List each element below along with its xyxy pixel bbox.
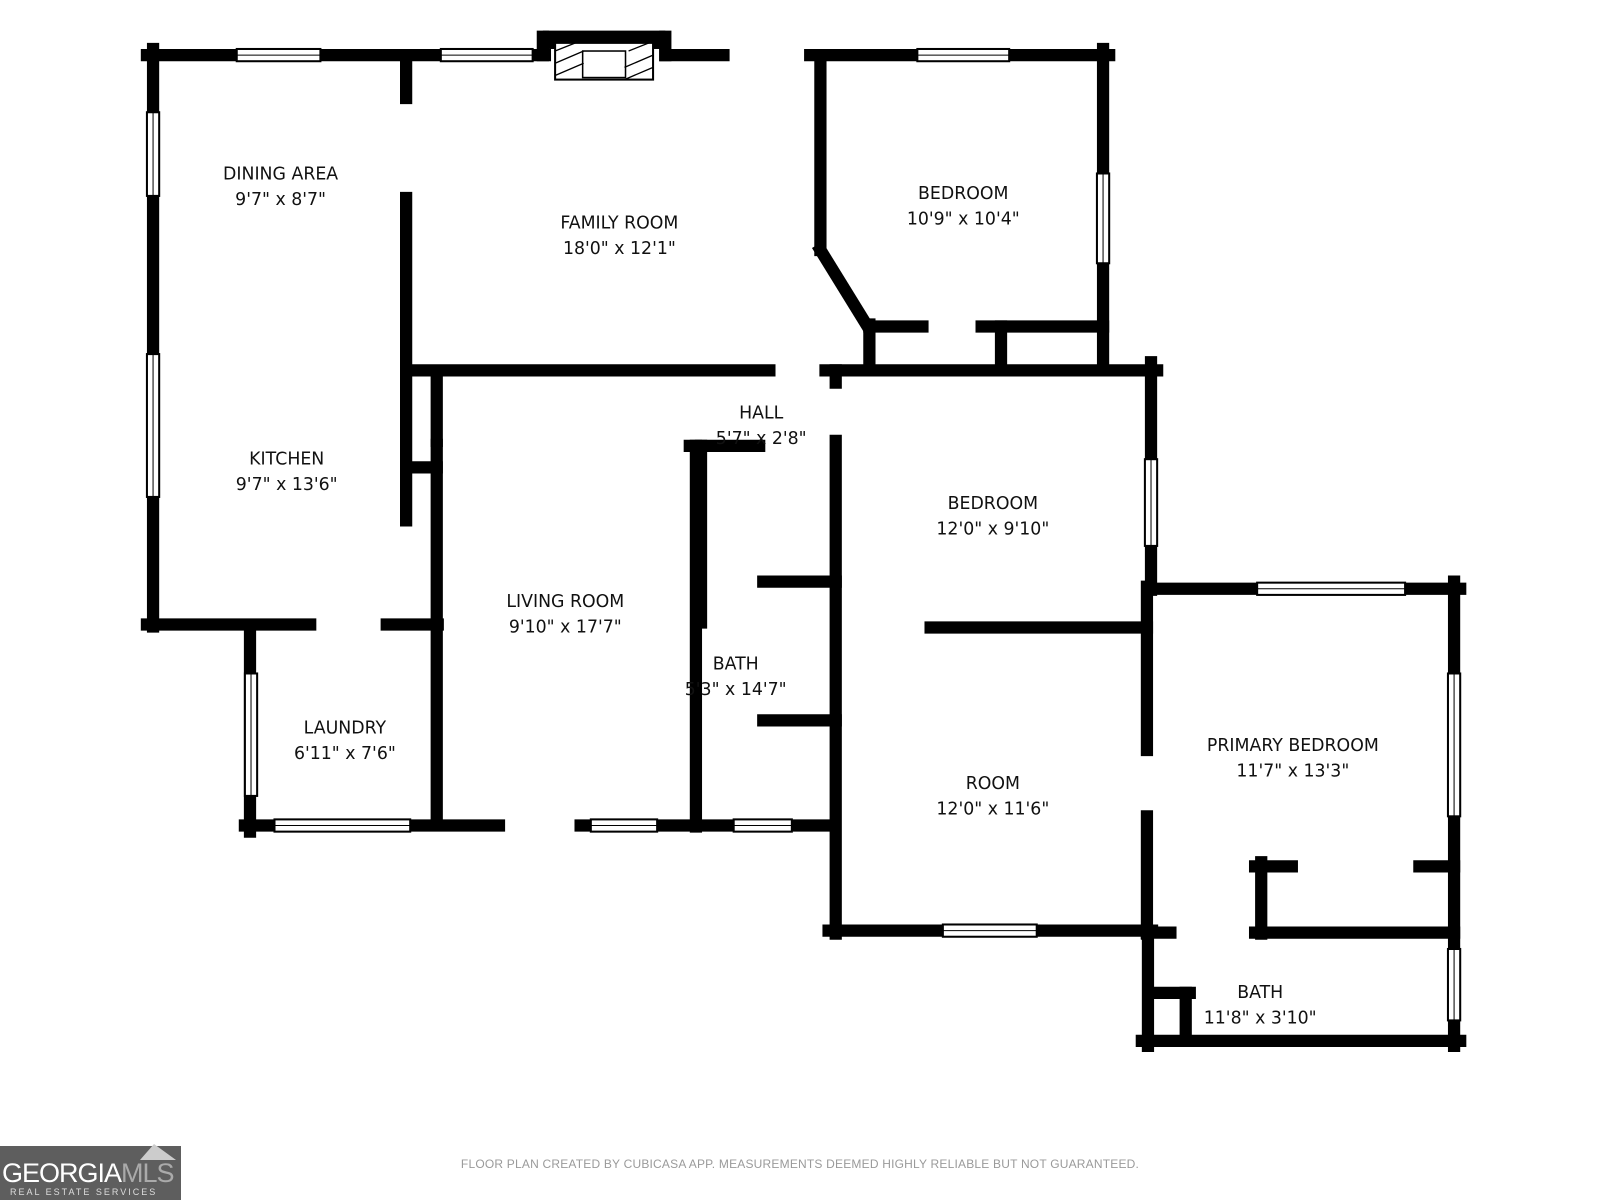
room-label: FAMILY ROOM 18'0" x 12'1" — [560, 214, 678, 260]
room-label: BATH 11'8" x 3'10" — [1204, 983, 1317, 1029]
room-size: 18'0" x 12'1" — [563, 239, 676, 259]
room-size: 11'7" x 13'3" — [1236, 762, 1349, 782]
room-size: 12'0" x 9'10" — [936, 520, 1049, 540]
room-label: ROOM 12'0" x 11'6" — [936, 774, 1049, 820]
wall — [811, 241, 875, 333]
room-label: BEDROOM 12'0" x 9'10" — [936, 494, 1049, 540]
roof-icon — [140, 1144, 176, 1160]
room-label: LAUNDRY 6'11" x 7'6" — [294, 719, 396, 765]
room-size: 5'7" x 2'8" — [716, 429, 807, 449]
room-name: BEDROOM — [948, 494, 1038, 514]
room-label: BATH 5'3" x 14'7" — [685, 654, 787, 700]
room-label: PRIMARY BEDROOM 11'7" x 13'3" — [1207, 736, 1379, 782]
room-name: PRIMARY BEDROOM — [1207, 736, 1379, 756]
windows — [145, 47, 1462, 1022]
room-name: LIVING ROOM — [506, 592, 624, 612]
room-name: LAUNDRY — [304, 719, 387, 739]
fireplace — [542, 30, 666, 81]
walls — [140, 30, 1467, 1053]
logo-tagline: REAL ESTATE SERVICES — [10, 1187, 158, 1197]
room-size: 9'7" x 13'6" — [236, 475, 338, 495]
room-name: FAMILY ROOM — [560, 214, 678, 234]
room-name: HALL — [739, 403, 784, 423]
disclaimer: FLOOR PLAN CREATED BY CUBICASA APP. MEAS… — [460, 1157, 1140, 1171]
room-size: 9'10" x 17'7" — [509, 618, 622, 638]
logo-brand-a: GEORGIA — [2, 1158, 122, 1188]
room-name: BATH — [1237, 983, 1283, 1003]
room-label: KITCHEN 9'7" x 13'6" — [236, 449, 338, 495]
room-size: 11'8" x 3'10" — [1204, 1008, 1317, 1028]
room-name: BEDROOM — [918, 184, 1008, 204]
georgia-mls-logo: GEORGIAMLS REAL ESTATE SERVICES — [0, 1144, 181, 1200]
room-label: DINING AREA 9'7" x 8'7" — [223, 165, 338, 211]
logo-brand-b: MLS — [121, 1158, 175, 1188]
room-label: HALL 5'7" x 2'8" — [716, 403, 807, 449]
room-label: BEDROOM 10'9" x 10'4" — [907, 184, 1020, 230]
room-label: LIVING ROOM 9'10" x 17'7" — [506, 592, 624, 638]
room-name: ROOM — [966, 774, 1020, 794]
room-name: KITCHEN — [249, 449, 324, 469]
room-size: 5'3" x 14'7" — [685, 680, 787, 700]
room-name: BATH — [713, 654, 759, 674]
room-size: 9'7" x 8'7" — [235, 190, 326, 210]
room-size: 6'11" x 7'6" — [294, 744, 396, 764]
room-size: 10'9" x 10'4" — [907, 209, 1020, 229]
room-name: DINING AREA — [223, 165, 338, 185]
room-size: 12'0" x 11'6" — [936, 799, 1049, 819]
